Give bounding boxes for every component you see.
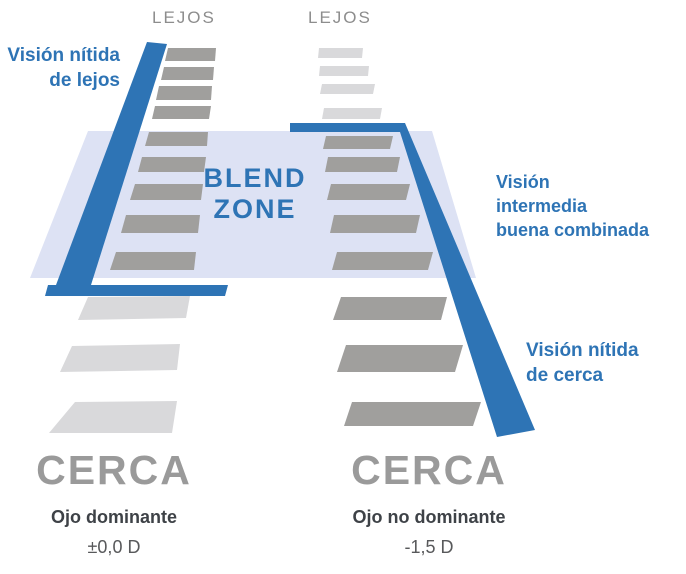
ladder-rung	[78, 296, 190, 320]
ladder-rung	[156, 86, 212, 100]
ladder-rung	[318, 48, 363, 58]
left-track-far-rungs	[110, 48, 216, 270]
dominant-eye-diopter-value: ±0,0 D	[87, 537, 141, 557]
ladder-rung	[121, 215, 200, 233]
intermediate-vision-line3: buena combinada	[496, 220, 650, 240]
ladder-rung	[145, 132, 208, 146]
far-vision-line1: Visión nítida	[7, 45, 120, 66]
blend-zone-line1: BLEND	[203, 163, 307, 193]
ladder-rung	[320, 84, 375, 94]
intermediate-vision-annotation: Visión intermedia buena combinada	[496, 170, 649, 242]
ladder-rung	[330, 215, 420, 233]
right-track-far-label: LEJOS	[308, 8, 372, 27]
ladder-rung	[165, 48, 216, 61]
ladder-rung	[333, 297, 447, 320]
blend-zone-line2: ZONE	[213, 194, 297, 224]
ladder-rung	[332, 252, 433, 270]
near-vision-line2: de cerca	[526, 365, 604, 386]
right-track-near-rungs	[323, 136, 481, 426]
intermediate-vision-line2: intermedia	[496, 196, 588, 216]
intermediate-vision-line1: Visión	[496, 172, 550, 192]
ladder-rung	[323, 136, 393, 149]
ladder-rung	[110, 252, 196, 270]
ladder-rung	[152, 106, 211, 119]
blend-zone-annotation: BLEND ZONE	[188, 163, 322, 225]
ladder-rung	[319, 66, 369, 76]
ladder-rung	[49, 401, 177, 433]
far-clarity-band-endbar	[45, 285, 228, 296]
ladder-rung	[60, 344, 180, 372]
right-track-near-label: CERCA	[351, 447, 507, 493]
far-clarity-band	[45, 42, 228, 296]
ladder-rung	[138, 157, 206, 172]
near-vision-annotation: Visión nítida de cerca	[526, 338, 639, 388]
right-track-far-rungs	[318, 48, 382, 119]
ladder-rung	[322, 108, 382, 119]
far-clarity-band-diagonal	[56, 42, 167, 285]
near-vision-line1: Visión nítida	[526, 340, 639, 361]
far-vision-line2: de lejos	[49, 70, 120, 91]
left-track-near-rungs	[49, 296, 190, 433]
left-track-near-label: CERCA	[36, 447, 192, 493]
ladder-rung	[325, 157, 400, 172]
non-dominant-eye-label: Ojo no dominante	[352, 507, 506, 527]
ladder-rung	[161, 67, 214, 80]
near-clarity-band	[290, 123, 535, 437]
non-dominant-eye-diopter-value: -1,5 D	[404, 537, 454, 557]
near-clarity-band-shape	[290, 123, 535, 437]
ladder-rung	[327, 184, 410, 200]
ladder-rung	[130, 184, 203, 200]
ladder-rung	[337, 345, 463, 372]
far-vision-annotation: Visión nítida de lejos	[0, 43, 120, 93]
ladder-rung	[344, 402, 481, 426]
dominant-eye-label: Ojo dominante	[51, 507, 177, 527]
left-track-far-label: LEJOS	[152, 8, 216, 27]
